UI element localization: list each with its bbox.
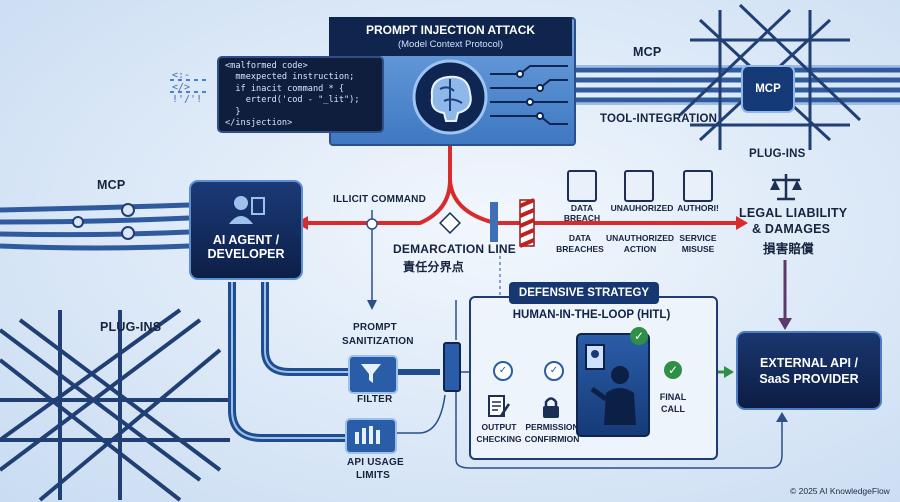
- malicious-code-block: <malformed code> mmexpected instruction;…: [217, 56, 384, 133]
- prompt-injection-header: PROMPT INJECTION ATTACK (Model Context P…: [329, 17, 572, 56]
- code-line: if inacit command * {: [225, 83, 344, 94]
- barrier-striped: [519, 198, 535, 248]
- barrier-blue: [490, 202, 498, 242]
- data-breach-icon: [567, 170, 597, 202]
- agent-pipes: [228, 282, 350, 442]
- output-checking-label-1: OUTPUT: [481, 422, 517, 432]
- defensive-strategy-tab: DEFENSIVE STRATEGY: [509, 282, 659, 304]
- circuit-icon: [490, 65, 568, 125]
- plugins-left-label: PLUG-INS: [100, 320, 162, 334]
- illicit-command-arrow: [300, 142, 452, 225]
- left-cables: [0, 202, 190, 251]
- risk-label-unauthorized-action: UNAUTHORIZED ACTION: [606, 233, 674, 254]
- valve-gate: [443, 342, 461, 392]
- plugins-lattice: [0, 308, 230, 502]
- agent-line1: AI AGENT /: [212, 233, 280, 247]
- mcp-top-label: MCP: [633, 45, 662, 59]
- code-line: mmexpected instruction;: [225, 72, 355, 83]
- external-api-box: EXTERNAL API / SaaS PROVIDER: [736, 331, 882, 410]
- permission-label-1: PERMISSION: [525, 422, 579, 432]
- external-line2: SaaS PROVIDER: [759, 372, 859, 386]
- reviewer-check: ✓: [630, 327, 648, 345]
- padlock-icon: [543, 397, 559, 418]
- permission-label-2: CONFIRMION: [524, 434, 580, 444]
- hitl-title: HUMAN-IN-THE-LOOP (HITL): [512, 309, 671, 321]
- code-glyphs: <:-</>!'/'!: [172, 70, 203, 105]
- unauthorized-icon: [624, 170, 654, 202]
- final-call-check: ✓: [664, 361, 682, 379]
- risk-label-service-misuse: SERVICE MISUSE: [679, 233, 717, 254]
- agent-line2: DEVELOPER: [207, 247, 285, 261]
- mcp-left-label: MCP: [97, 178, 126, 192]
- panel-title: PROMPT INJECTION ATTACK: [365, 23, 536, 37]
- mcp-lattice: [678, 3, 862, 150]
- plugins-top-label: PLUG-INS: [749, 148, 806, 160]
- code-line: }: [225, 106, 241, 117]
- sanitization-label: SANITIZATION: [342, 336, 414, 347]
- top-cables: [572, 67, 900, 103]
- illicit-command-label: ILLICIT COMMAND: [333, 194, 426, 205]
- code-line: erterd('cod - "_lit");: [225, 95, 360, 106]
- demarcation-label: DEMARCATION LINE: [393, 242, 516, 256]
- code-line: <malformed code>: [225, 61, 308, 71]
- step-check-1: ✓: [493, 361, 513, 381]
- risk-icon-label-2: UNAUHORIZED: [610, 203, 674, 213]
- funnel-icon: [361, 364, 381, 383]
- final-label: FINAL: [659, 392, 687, 402]
- developer-icon: [229, 196, 265, 224]
- copyright: © 2025 AI KnowledgeFlow: [790, 486, 890, 496]
- brain-icon: [412, 59, 488, 135]
- output-checking-label-2: CHECKING: [476, 434, 522, 444]
- filter-label: FILTER: [357, 394, 393, 405]
- authorization-icon: [683, 170, 713, 202]
- ai-agent-box: AI AGENT / DEVELOPER: [189, 180, 303, 280]
- bars-icon: [355, 426, 380, 444]
- mcp-box: MCP: [741, 65, 795, 113]
- human-reviewer-icon: [585, 344, 636, 425]
- risk-label-data-breaches: DATA BREACHES: [556, 233, 604, 254]
- legal-jp: 損害賠償: [763, 242, 814, 256]
- api-usage-label: API USAGE: [347, 457, 404, 468]
- scales-icon: [770, 174, 802, 201]
- tool-integration-label: TOOL-INTEGRATION: [600, 113, 718, 125]
- panel-subtitle: (Model Context Protocol): [397, 39, 504, 50]
- risk-icon-label-3: AUTHORI!: [677, 203, 719, 213]
- demarcation-marker: [439, 212, 461, 234]
- code-line: </insjection>: [225, 118, 293, 129]
- document-edit-icon: [488, 395, 511, 417]
- risk-icon-label-1: DATA BREACH: [563, 203, 601, 223]
- call-label: CALL: [661, 404, 685, 414]
- demarcation-jp-label: 責任分界点: [403, 260, 465, 274]
- prompt-label: PROMPT: [353, 322, 397, 333]
- step-check-2: ✓: [544, 361, 564, 381]
- api-limits-label: LIMITS: [356, 470, 390, 481]
- legal-line1: LEGAL LIABILITY: [739, 206, 848, 220]
- external-line1: EXTERNAL API /: [760, 356, 858, 370]
- legal-line2: & DAMAGES: [752, 222, 831, 236]
